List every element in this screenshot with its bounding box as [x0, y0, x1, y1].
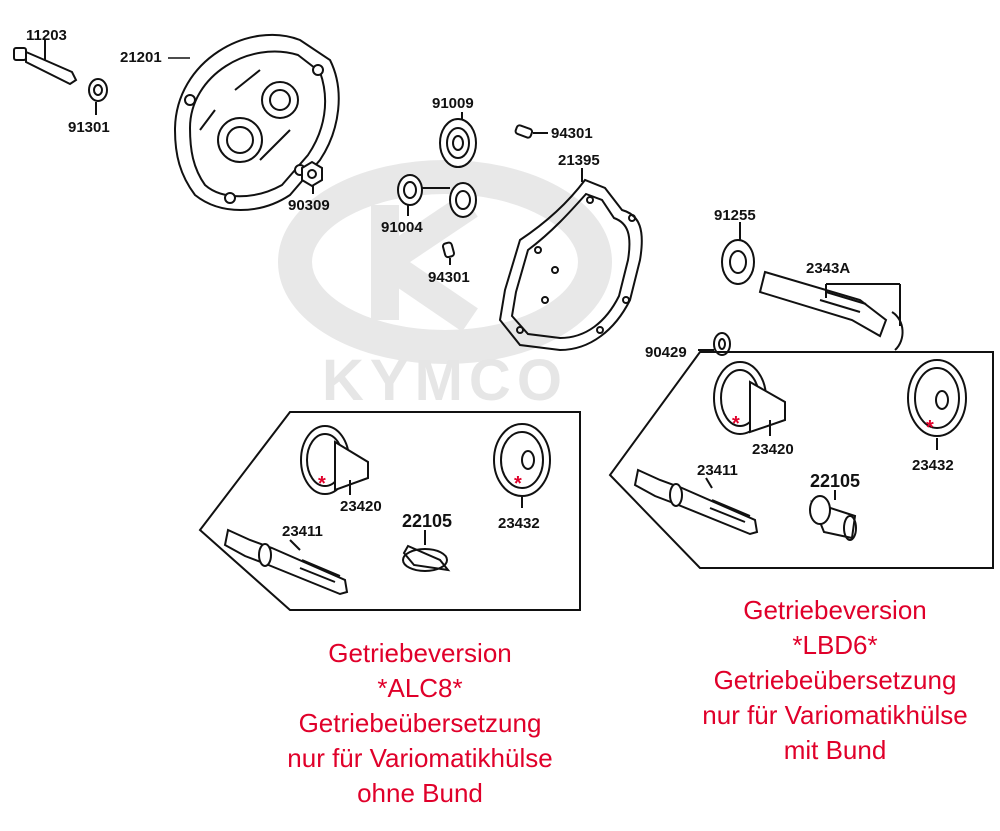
part-label-91255: 91255 — [714, 207, 756, 224]
lbd6-part-label-23420: 23420 — [752, 441, 794, 458]
note-lbd6-line-2: *LBD6* — [792, 630, 878, 660]
note-alc8-line-3: Getriebeübersetzung — [298, 708, 542, 738]
part-label-91004: 91004 — [381, 219, 423, 236]
note-alc8: Getriebeversion *ALC8* Getriebeübersetzu… — [250, 636, 590, 811]
lbd6-kit-outline — [608, 351, 994, 569]
lbd6-gear-23420-drawing — [713, 361, 786, 436]
part-label-94301-bottom: 94301 — [428, 269, 470, 286]
alc8-part-label-23432: 23432 — [498, 515, 540, 532]
note-lbd6-line-3: Getriebeübersetzung — [713, 665, 957, 695]
alc8-part-label-22105: 22105 — [402, 511, 452, 531]
alc8-gear-23420-drawing — [300, 425, 369, 495]
drive-shaft-2343A-drawing — [758, 270, 904, 351]
washer-90429-drawing — [698, 332, 731, 356]
lbd6-part-label-23432: 23432 — [912, 457, 954, 474]
alc8-kit-outline — [198, 411, 581, 611]
note-lbd6-line-4: nur für Variomatikhülse — [702, 700, 968, 730]
washer-91301-drawing — [88, 78, 108, 115]
lbd6-shaft-23411-drawing — [633, 468, 759, 536]
alc8-shaft-23411-drawing — [223, 528, 349, 596]
lbd6-gear-23432-drawing — [907, 359, 967, 450]
alc8-part-label-23411: 23411 — [282, 523, 323, 540]
kymco-watermark: KYMCO — [278, 160, 612, 413]
pin-94301-top-drawing — [514, 124, 548, 139]
watermark-text: KYMCO — [322, 348, 568, 413]
bearing-91004-drawing — [397, 174, 477, 218]
note-alc8-line-5: ohne Bund — [357, 778, 483, 808]
gasket-21395-drawing — [498, 168, 643, 352]
part-label-91009: 91009 — [432, 95, 474, 112]
lbd6-part-label-23411: 23411 — [697, 462, 738, 479]
part-label-90309: 90309 — [288, 197, 330, 214]
pin-94301-bottom-drawing — [441, 241, 455, 265]
alc8-sleeve-22105-drawing — [402, 530, 451, 572]
note-lbd6-line-5: mit Bund — [783, 735, 887, 765]
lbd6-marker-23420: * — [732, 413, 740, 435]
lbd6-sleeve-22105-drawing — [809, 490, 857, 541]
alc8-marker-23420: * — [318, 473, 326, 495]
part-label-91301: 91301 — [68, 119, 110, 136]
oil-seal-91255-drawing — [721, 222, 755, 285]
note-lbd6-line-1: Getriebeversion — [743, 595, 927, 625]
alc8-gear-23432-drawing — [493, 423, 551, 508]
bolt-11203-drawing — [13, 40, 78, 86]
alc8-part-label-23420: 23420 — [340, 498, 382, 515]
part-label-21395: 21395 — [558, 152, 600, 169]
note-lbd6: Getriebeversion *LBD6* Getriebeübersetzu… — [660, 593, 1000, 768]
part-label-90429: 90429 — [645, 344, 687, 361]
lbd6-marker-23432: * — [926, 417, 934, 439]
note-alc8-line-4: nur für Variomatikhülse — [287, 743, 553, 773]
part-label-2343A: 2343A — [806, 260, 850, 277]
note-alc8-line-1: Getriebeversion — [328, 638, 512, 668]
nut-90309-drawing — [301, 160, 323, 194]
note-alc8-line-2: *ALC8* — [377, 673, 463, 703]
part-label-11203: 11203 — [26, 27, 67, 44]
alc8-marker-23432: * — [514, 473, 522, 495]
lbd6-part-label-22105: 22105 — [810, 471, 860, 491]
part-label-94301-top: 94301 — [551, 125, 593, 142]
bearing-91009-drawing — [439, 112, 477, 168]
gear-case-cover-drawing — [173, 33, 340, 211]
part-label-21201: 21201 — [120, 49, 162, 66]
